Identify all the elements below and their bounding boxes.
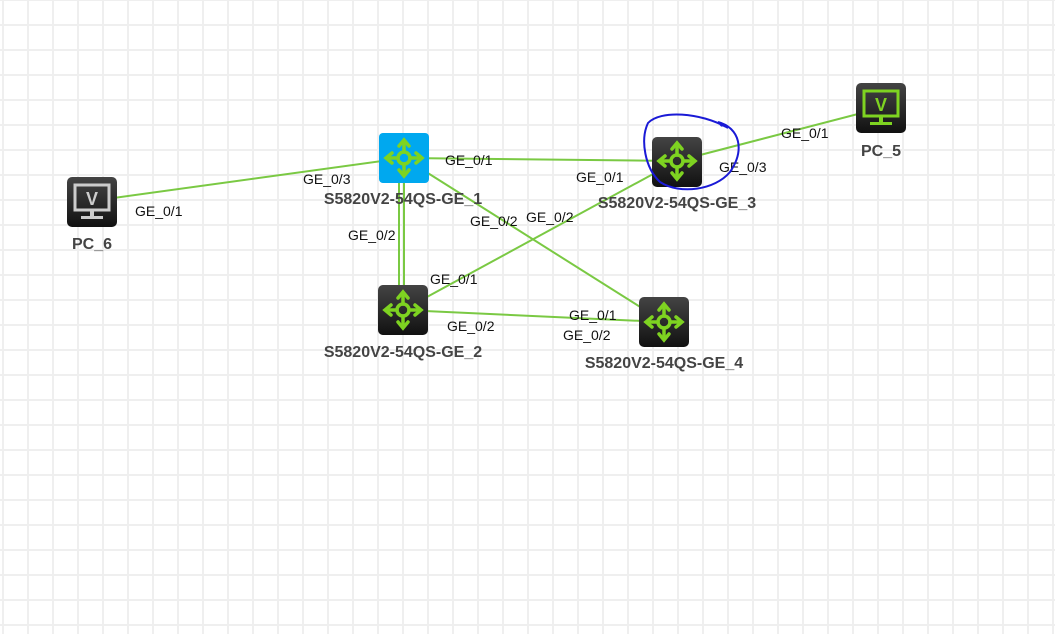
pc5-label: PC_5 — [861, 143, 901, 160]
port-label: GE_0/3 — [303, 171, 351, 187]
link-sw2-sw3[interactable] — [402, 160, 678, 311]
port-label: GE_0/1 — [781, 125, 829, 141]
port-label: GE_0/1 — [569, 307, 617, 323]
link-pc6-sw1[interactable] — [91, 157, 405, 202]
link-sw2-sw4[interactable] — [402, 309, 665, 323]
port-label: GE_0/2 — [348, 227, 396, 243]
sw4-label: S5820V2-54QS-GE_4 — [585, 355, 743, 372]
link-sw1-sw3[interactable] — [403, 157, 678, 162]
port-label: GE_0/1 — [445, 152, 493, 168]
sw2-label: S5820V2-54QS-GE_2 — [324, 344, 482, 361]
svg-text:V: V — [86, 189, 98, 209]
monitor-icon — [862, 89, 900, 118]
port-label: GE_0/1 — [135, 203, 183, 219]
port-label: GE_0/2 — [470, 213, 518, 229]
port-label: GE_0/3 — [719, 159, 767, 175]
pc6-node[interactable]: V — [67, 177, 117, 227]
port-label: GE_0/2 — [447, 318, 495, 334]
sw2-node[interactable] — [378, 285, 428, 335]
pc5-node[interactable]: V — [856, 83, 906, 133]
monitor-icon — [73, 183, 111, 212]
port-label: GE_0/1 — [576, 169, 624, 185]
links — [91, 107, 882, 323]
hand-drawn-circle-annotation — [643, 113, 740, 191]
port-label: GE_0/2 — [563, 327, 611, 343]
sw1-label: S5820V2-54QS-GE_1 — [324, 191, 482, 208]
port-label: GE_0/1 — [430, 271, 478, 287]
sw3-node[interactable] — [652, 137, 702, 187]
sw4-node[interactable] — [639, 297, 689, 347]
link-sw3-pc5[interactable] — [676, 107, 882, 162]
sw3-label: S5820V2-54QS-GE_3 — [598, 195, 756, 212]
port-labels: GE_0/1 GE_0/3 GE_0/1 GE_0/1 GE_0/2 GE_0/… — [135, 125, 829, 343]
port-label: GE_0/2 — [526, 209, 574, 225]
sw1-node[interactable] — [379, 133, 429, 183]
pc6-label: PC_6 — [72, 236, 112, 253]
link-sw1-sw4[interactable] — [403, 157, 665, 323]
svg-text:V: V — [875, 95, 887, 115]
